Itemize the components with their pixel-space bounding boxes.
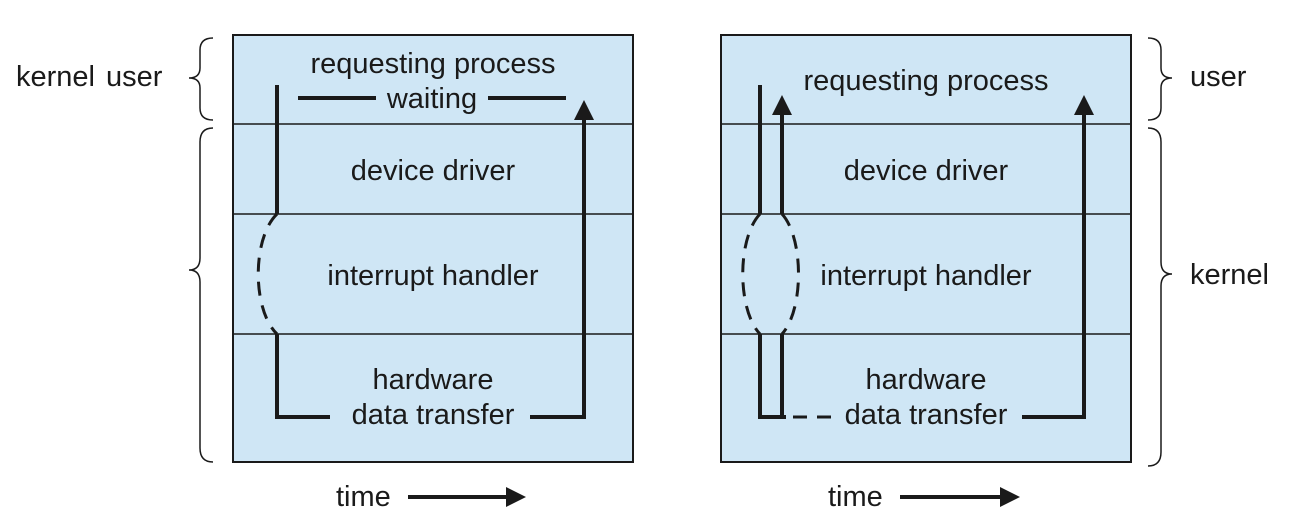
right-hardware-return-line [1022,95,1094,419]
right-hardware-path-outer [758,334,786,419]
right-user-brace [1147,37,1173,121]
left-kernel-side-label: kernel [16,61,95,93]
left-hardware-path [275,334,330,419]
left-user-brace [188,37,214,121]
right-kernel-brace [1147,127,1173,467]
right-data-transfer-label: data transfer [845,399,1008,431]
right-interrupt-dashed-arc-inner [780,212,800,336]
left-requesting-process-label: requesting process [310,48,555,80]
left-data-transfer-label: data transfer [352,399,515,431]
right-device-driver-label: device driver [844,155,1009,187]
left-device-driver-label: device driver [351,155,516,187]
left-panel: requesting process waiting device driver… [16,34,634,513]
left-interrupt-handler-label: interrupt handler [327,260,539,292]
right-time-label: time [828,481,883,513]
left-hardware-return-line [530,100,594,419]
left-panel-box [232,34,634,463]
right-interrupt-handler-label: interrupt handler [820,260,1032,292]
right-kernel-side-label: kernel [1190,259,1269,291]
left-user-side-label: user [106,61,163,93]
left-waiting-label: waiting [386,83,477,115]
right-panel: requesting process device driver interru… [720,34,1269,513]
right-user-side-label: user [1190,61,1247,93]
left-time-label: time [336,481,391,513]
left-kernel-brace [188,127,214,463]
left-interrupt-dashed-arc [256,212,279,336]
left-hardware-label: hardware [373,364,494,396]
right-requesting-process-label: requesting process [803,65,1048,97]
right-hardware-label: hardware [866,364,987,396]
right-interrupt-dashed-arc-outer [741,212,762,336]
